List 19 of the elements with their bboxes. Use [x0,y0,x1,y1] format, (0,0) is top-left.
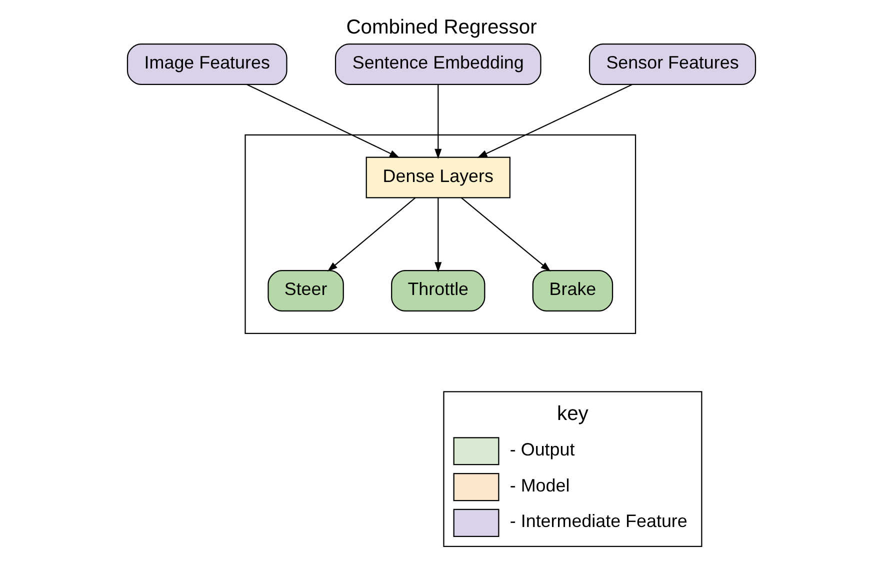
node-box: Image Features [126,44,288,85]
arrow [434,198,442,272]
legend-label: - Output [510,439,575,460]
node-box: Brake [532,270,614,312]
legend-label: - Model [510,475,570,496]
label: key [557,403,588,426]
node-box: Sensor Features [588,44,756,85]
node-box: Steer [268,270,344,312]
node-box: Throttle [391,270,486,312]
arrow [246,84,400,158]
arrow [327,197,416,272]
node-box: Dense Layers [366,156,510,198]
cluster [244,134,636,334]
arrow [460,197,551,272]
node-box: Sentence Embedding [334,44,542,85]
arrow [434,84,442,159]
diagram-title: Combined Regressor [346,16,537,38]
arrow [477,84,632,158]
legend-label: - Intermediate Feature [510,511,688,532]
